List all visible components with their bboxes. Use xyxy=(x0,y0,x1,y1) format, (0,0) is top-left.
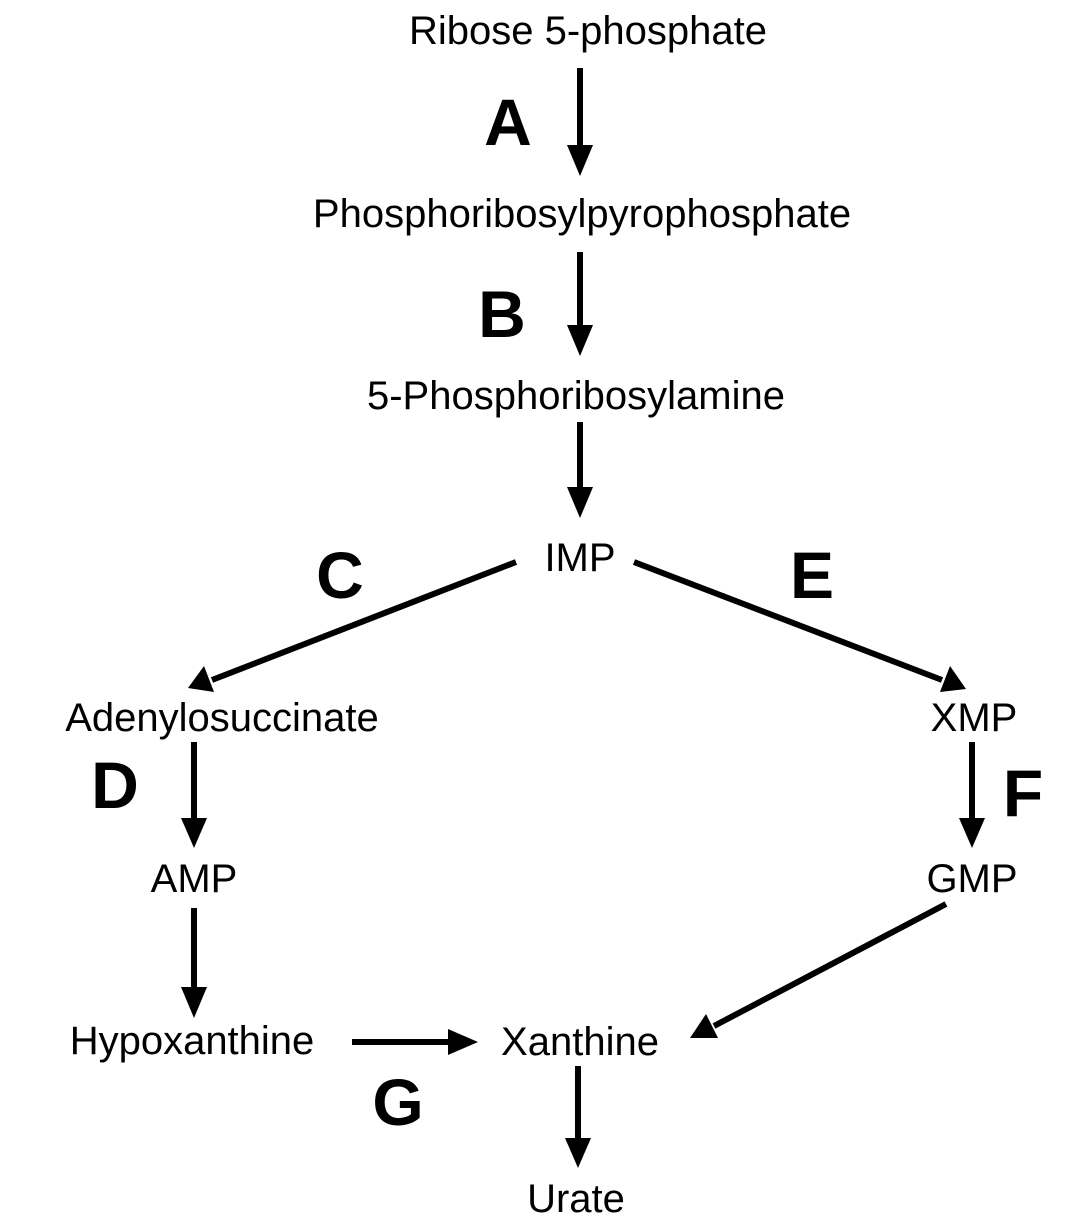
arrow-imp-to-adenylosuccinate xyxy=(188,559,518,692)
arrow-imp-to-xmp xyxy=(632,559,966,692)
arrow-adenylosuccinate-to-amp xyxy=(181,742,207,848)
step-label-b: B xyxy=(478,277,526,351)
arrow-gmp-to-xanthine xyxy=(690,901,948,1038)
node-phosphoribosylpyrophosphate: Phosphoribosylpyrophosphate xyxy=(313,192,851,236)
arrow-pra-to-imp xyxy=(567,422,593,518)
arrow-xmp-to-gmp xyxy=(959,742,985,848)
node-urate: Urate xyxy=(527,1177,625,1221)
node-gmp: GMP xyxy=(926,857,1017,901)
arrow-prpp-to-pra xyxy=(567,252,593,356)
arrow-ribose-to-prpp xyxy=(567,68,593,176)
step-label-d: D xyxy=(91,748,139,822)
arrow-hypoxanthine-to-xanthine xyxy=(352,1029,478,1055)
step-label-c: C xyxy=(316,538,364,612)
node-xanthine: Xanthine xyxy=(501,1020,659,1064)
node-imp: IMP xyxy=(544,536,615,580)
node-hypoxanthine: Hypoxanthine xyxy=(70,1019,315,1063)
step-label-a: A xyxy=(484,85,532,159)
node-5-phosphoribosylamine: 5-Phosphoribosylamine xyxy=(367,374,785,418)
node-adenylosuccinate: Adenylosuccinate xyxy=(65,696,379,740)
node-xmp: XMP xyxy=(931,696,1018,740)
arrow-amp-to-hypoxanthine xyxy=(181,908,207,1018)
step-label-e: E xyxy=(790,538,834,612)
node-ribose-5-phosphate: Ribose 5-phosphate xyxy=(409,9,767,53)
step-label-g: G xyxy=(372,1065,423,1139)
arrow-xanthine-to-urate xyxy=(565,1066,591,1168)
node-amp: AMP xyxy=(151,857,238,901)
step-label-f: F xyxy=(1003,756,1043,830)
